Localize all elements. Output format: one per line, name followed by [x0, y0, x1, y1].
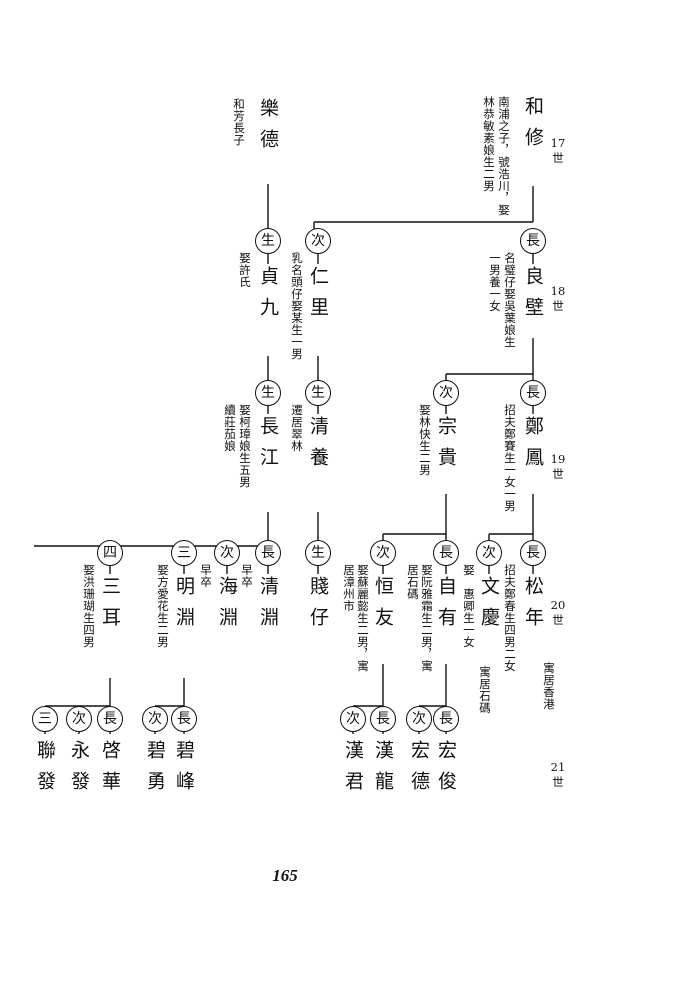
person-residence-songnian: 寓居香港: [542, 662, 556, 710]
person-name-ziyou: 自有: [435, 576, 457, 638]
generation-19: 19 世: [546, 452, 570, 482]
rank-badge-ziyou: 長: [433, 540, 459, 566]
generation-20: 20 世: [546, 598, 570, 628]
person-name-hanjun: 漢君: [342, 740, 364, 802]
rank-badge-hanlong: 長: [370, 706, 396, 732]
generation-number: 17: [550, 136, 566, 150]
person-note-hengyou-2: 居漳州市: [342, 564, 356, 612]
rank-badge-qihua: 長: [97, 706, 123, 732]
rank-badge-hanjun: 次: [340, 706, 366, 732]
rank-badge-jianzi: 生: [305, 540, 331, 566]
person-name-haiyuan: 海淵: [216, 576, 238, 638]
person-name-zonggui: 宗貴: [435, 416, 457, 478]
rank-badge-bifeng: 長: [171, 706, 197, 732]
person-note-zhenjiu: 娶許氏: [238, 252, 252, 288]
rank-badge-qingyuan: 長: [255, 540, 281, 566]
generation-char: 世: [552, 151, 564, 165]
person-name-yongfa: 永發: [68, 740, 90, 802]
generation-char: 世: [552, 613, 564, 627]
rank-badge-songnian: 長: [520, 540, 546, 566]
person-note-ziyou-2: 居石碼: [406, 564, 420, 600]
person-name-qingyuan: 清淵: [257, 576, 279, 638]
rank-badge-liangbi: 長: [520, 228, 546, 254]
person-name-songnian: 松年: [522, 576, 544, 638]
person-name-wenqing: 文慶: [478, 576, 500, 638]
person-name-lianfa: 聯發: [34, 740, 56, 802]
person-note-saner: 娶洪珊瑚生四男: [82, 564, 96, 648]
person-note-wenqing: 娶 惠卿生一女: [462, 564, 476, 648]
rank-badge-qingyang: 生: [305, 380, 331, 406]
rank-badge-zhenjiu: 生: [255, 228, 281, 254]
person-name-jianzi: 賤仔: [307, 576, 329, 638]
person-name-renli: 仁里: [307, 266, 329, 328]
person-name-zhengfeng: 鄭鳳: [522, 416, 544, 478]
rank-badge-zonggui: 次: [433, 380, 459, 406]
generation-number: 20: [550, 598, 566, 612]
person-name-hongde: 宏德: [408, 740, 430, 802]
person-note-ziyou-1: 娶阮雅霜生二男，寓: [420, 564, 434, 672]
generation-number: 19: [550, 452, 566, 466]
person-note-hexiu-1: 南浦之子，號浩川，娶: [497, 96, 511, 216]
person-residence-wenqing: 寓居石碼: [478, 666, 492, 714]
generation-number: 18: [550, 284, 566, 298]
person-name-zhenjiu: 貞九: [257, 266, 279, 328]
rank-badge-changjiang: 生: [255, 380, 281, 406]
rank-badge-zhengfeng: 長: [520, 380, 546, 406]
person-name-qihua: 啓華: [99, 740, 121, 802]
person-name-hongjun: 宏俊: [435, 740, 457, 802]
rank-badge-haiyuan: 次: [214, 540, 240, 566]
person-note-liangbi-2: 一男養一女: [488, 252, 502, 312]
person-note-hexiu-2: 林恭敏素娘生二男: [482, 96, 496, 192]
page-number: 165: [272, 866, 298, 885]
rank-badge-wenqing: 次: [476, 540, 502, 566]
person-note-zonggui: 娶林快生二男: [418, 404, 432, 476]
person-note-zhengfeng: 招夫鄭賽生一女一男: [503, 404, 517, 512]
generation-17: 17 世: [546, 136, 570, 166]
rank-badge-renli: 次: [305, 228, 331, 254]
person-note-renli: 乳名頭仔娶某生一男: [290, 252, 304, 360]
person-name-hengyou: 恒友: [372, 576, 394, 638]
person-name-bifeng: 碧峰: [173, 740, 195, 802]
person-note-songnian: 招夫鄭春生四男二女: [503, 564, 517, 672]
person-name-mingyuan: 明淵: [173, 576, 195, 638]
generation-21: 21 世: [546, 760, 570, 790]
rank-badge-saner: 四: [97, 540, 123, 566]
person-note-mingyuan: 娶方愛花生二男: [156, 564, 170, 648]
person-note-liangbi-1: 名璧仔娶吳葉娘生: [503, 252, 517, 348]
rank-badge-hongjun: 長: [433, 706, 459, 732]
person-note-lede: 和芳長子: [232, 98, 246, 146]
rank-badge-hongde: 次: [406, 706, 432, 732]
generation-char: 世: [552, 775, 564, 789]
person-name-hanlong: 漢龍: [372, 740, 394, 802]
person-name-changjiang: 長江: [257, 416, 279, 478]
generation-18: 18 世: [546, 284, 570, 314]
generation-char: 世: [552, 467, 564, 481]
person-name-hexiu: 和修: [522, 96, 544, 158]
person-note-qingyuan: 早卒: [240, 564, 254, 588]
person-note-haiyuan: 早卒: [199, 564, 213, 588]
person-name-qingyang: 清養: [307, 416, 329, 478]
generation-number: 21: [550, 760, 566, 774]
rank-badge-mingyuan: 三: [171, 540, 197, 566]
rank-badge-hengyou: 次: [370, 540, 396, 566]
person-name-saner: 三耳: [99, 576, 121, 638]
rank-badge-yongfa: 次: [66, 706, 92, 732]
person-name-lede: 樂德: [257, 98, 279, 160]
person-note-qingyang: 遷居翠林: [290, 404, 304, 452]
person-note-changjiang-1: 娶柯璋娘生五男: [238, 404, 252, 488]
person-note-hengyou-1: 娶蘇麗㦤生二男，寓: [356, 564, 370, 672]
person-name-biyong: 碧勇: [144, 740, 166, 802]
person-name-liangbi: 良壁: [522, 266, 544, 328]
rank-badge-biyong: 次: [142, 706, 168, 732]
rank-badge-lianfa: 三: [32, 706, 58, 732]
generation-char: 世: [552, 299, 564, 313]
person-note-changjiang-2: 續莊茄娘: [223, 404, 237, 452]
